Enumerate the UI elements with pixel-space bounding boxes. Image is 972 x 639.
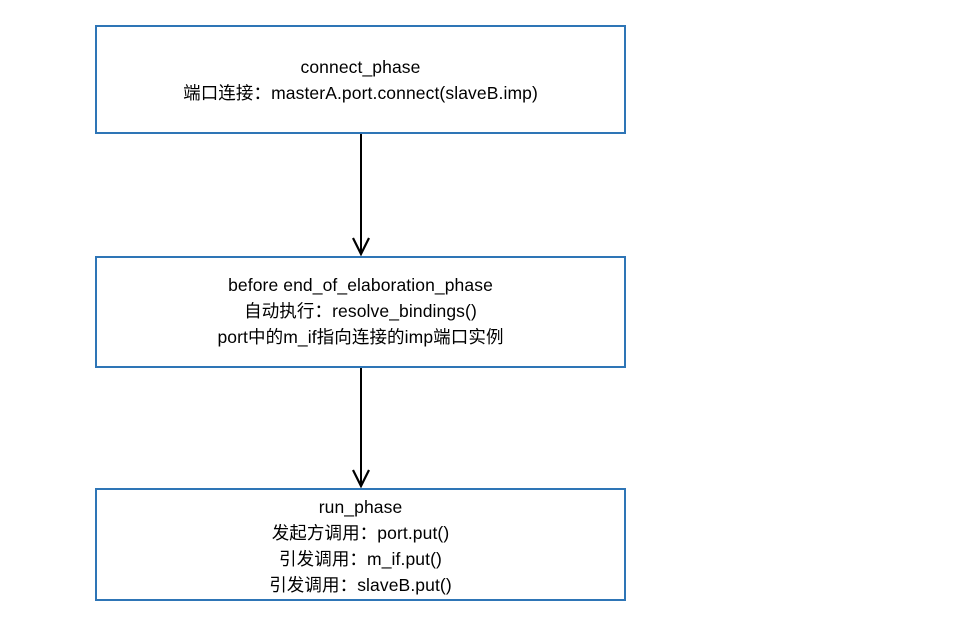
- node-run-phase-line-4: 引发调用：slaveB.put(): [269, 574, 452, 595]
- node-run-phase-line-3: 引发调用：m_if.put(): [279, 548, 442, 569]
- node-connect-phase-line-1: connect_phase: [300, 56, 421, 77]
- node-connect-phase: connect_phase 端口连接：masterA.port.connect(…: [95, 25, 626, 134]
- node-connect-phase-line-2: 端口连接：masterA.port.connect(slaveB.imp): [183, 82, 538, 103]
- node-before-end-of-elaboration-phase-line-1: before end_of_elaboration_phase: [228, 275, 493, 295]
- connector-2-arrow: [352, 368, 370, 489]
- node-before-end-of-elaboration-phase: before end_of_elaboration_phase 自动执行：res…: [95, 256, 626, 368]
- node-before-end-of-elaboration-phase-text: before end_of_elaboration_phase 自动执行：res…: [217, 272, 503, 350]
- node-run-phase-line-2: 发起方调用：port.put(): [271, 522, 450, 543]
- node-connect-phase-text: connect_phase 端口连接：masterA.port.connect(…: [183, 54, 538, 106]
- node-run-phase: run_phase 发起方调用：port.put() 引发调用：m_if.put…: [95, 488, 626, 601]
- node-run-phase-text: run_phase 发起方调用：port.put() 引发调用：m_if.put…: [269, 494, 452, 598]
- node-before-end-of-elaboration-phase-line-3: port中的m_if指向连接的imp端口实例: [217, 327, 504, 347]
- node-run-phase-line-1: run_phase: [318, 496, 403, 517]
- connector-1-arrow: [352, 134, 370, 257]
- node-before-end-of-elaboration-phase-line-2: 自动执行：resolve_bindings(): [244, 301, 477, 321]
